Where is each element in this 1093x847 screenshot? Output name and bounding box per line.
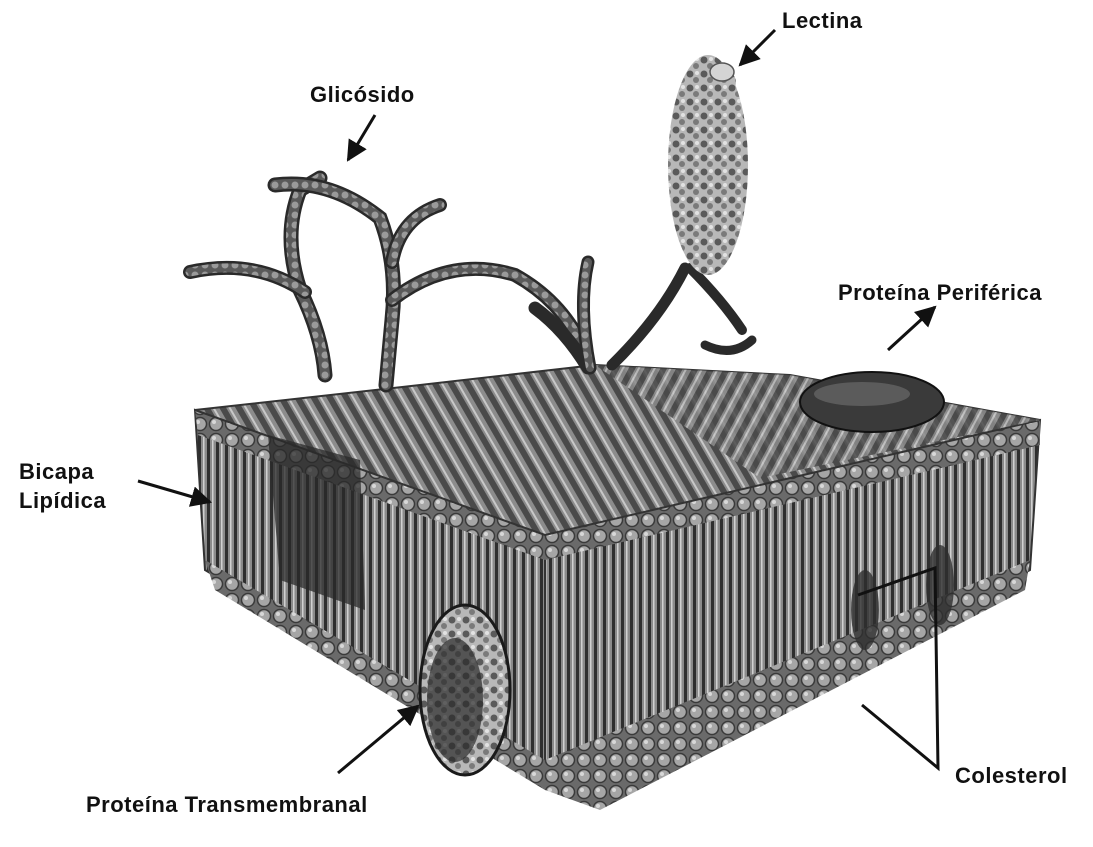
glycoside-chains <box>190 178 590 385</box>
label-lectina: Lectina <box>782 8 863 34</box>
label-proteina-transmembranal: Proteína Transmembranal <box>86 792 368 818</box>
cholesterol-shape-2 <box>926 545 954 625</box>
label-glicosido: Glicósido <box>310 82 415 108</box>
arrow-proteina-transmembranal <box>338 706 418 773</box>
label-colesterol: Colesterol <box>955 763 1068 789</box>
membrane-block <box>195 365 1040 810</box>
transmembrane-protein-shade <box>427 638 483 762</box>
label-bicapa-line2: Lipídica <box>19 486 106 515</box>
lectin-molecule <box>612 55 752 365</box>
label-bicapa-line1: Bicapa <box>19 457 106 486</box>
arrow-glicosido <box>348 115 375 160</box>
label-proteina-periferica: Proteína Periférica <box>838 280 1042 306</box>
arrow-lectina <box>740 30 775 65</box>
arrow-proteina-periferica <box>888 307 935 350</box>
label-bicapa-lipidica: Bicapa Lipídica <box>19 457 106 515</box>
cholesterol-shape-1 <box>851 570 879 650</box>
peripheral-protein-highlight <box>814 382 910 406</box>
